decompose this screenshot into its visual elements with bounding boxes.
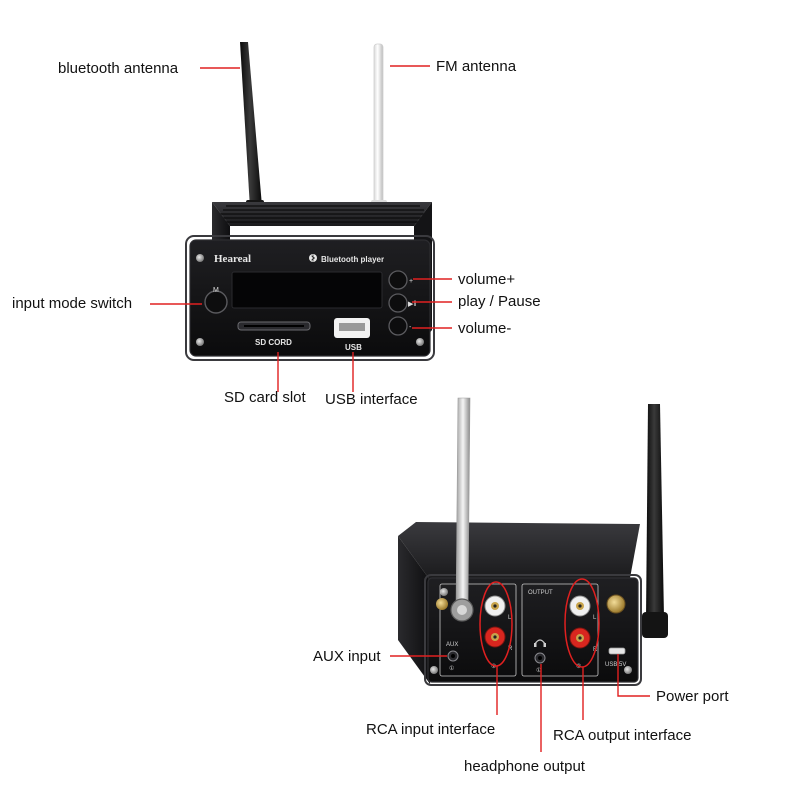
callout-aux-input: AUX input (313, 648, 381, 665)
callout-play-pause: play / Pause (458, 293, 541, 310)
fm-antenna-rear-icon (450, 397, 474, 622)
svg-text:▶‖: ▶‖ (408, 301, 416, 308)
headphone-number-label: ① (536, 667, 541, 674)
play-pause-button[interactable]: ▶‖ (388, 293, 416, 313)
power-port[interactable] (608, 647, 626, 655)
back-view: OUTPUT AUX ① L R ② (398, 397, 668, 686)
sd-slot-label: SD CORD (255, 338, 292, 347)
fm-connector (436, 598, 448, 610)
headphone-icon (534, 639, 546, 647)
svg-text:+: + (409, 278, 413, 285)
rca-input-l-label: L (508, 615, 512, 621)
rca-output-left[interactable] (569, 595, 591, 617)
volume-down-button[interactable]: - (388, 316, 412, 336)
front-view: Heareal Bluetooth player M + ▶‖ - SD (185, 42, 435, 361)
power-knob[interactable] (606, 594, 626, 614)
fm-antenna-icon (371, 43, 387, 212)
display-window (231, 271, 383, 309)
rca-output-right[interactable] (569, 627, 591, 649)
output-panel-label: OUTPUT (528, 590, 553, 596)
rca-input-r-label: R (508, 646, 513, 652)
brand-logo: Heareal (214, 253, 251, 265)
highlight-circles (479, 578, 600, 668)
callout-sd-card-slot: SD card slot (224, 389, 307, 406)
bluetooth-antenna-icon (240, 42, 264, 214)
callout-fm-antenna: FM antenna (436, 58, 517, 75)
bluetooth-icon (309, 254, 317, 262)
callout-usb-interface: USB interface (325, 391, 418, 408)
aux-input-jack[interactable] (447, 650, 459, 662)
power-port-label: USB 5V (605, 662, 626, 668)
volume-up-button[interactable]: + (388, 270, 413, 290)
bluetooth-player-label: Bluetooth player (321, 255, 384, 264)
bluetooth-antenna-rear-icon (642, 404, 668, 638)
callout-volume-up: volume+ (458, 271, 515, 288)
callout-bluetooth-antenna: bluetooth antenna (58, 60, 179, 77)
headphone-output-jack[interactable] (534, 652, 546, 664)
aux-label: AUX (446, 642, 458, 648)
input-mode-button[interactable]: M (204, 287, 228, 314)
back-leader-lines (390, 654, 650, 752)
front-leader-lines (150, 65, 452, 392)
callout-power-port: Power port (656, 688, 729, 705)
rca-input-number-label: ② (491, 663, 496, 670)
callout-headphone-output: headphone output (464, 758, 586, 775)
rca-input-right[interactable] (484, 626, 506, 648)
svg-text:M: M (213, 287, 219, 294)
callout-rca-input: RCA input interface (366, 721, 495, 738)
usb-port-label: USB (345, 343, 362, 352)
rca-output-l-label: L (593, 615, 597, 621)
callout-rca-output: RCA output interface (553, 727, 691, 744)
aux-number-label: ① (449, 665, 454, 672)
callout-input-mode-switch: input mode switch (12, 295, 132, 312)
callout-volume-down: volume- (458, 320, 511, 337)
rca-input-left[interactable] (484, 595, 506, 617)
svg-text:-: - (409, 324, 412, 331)
